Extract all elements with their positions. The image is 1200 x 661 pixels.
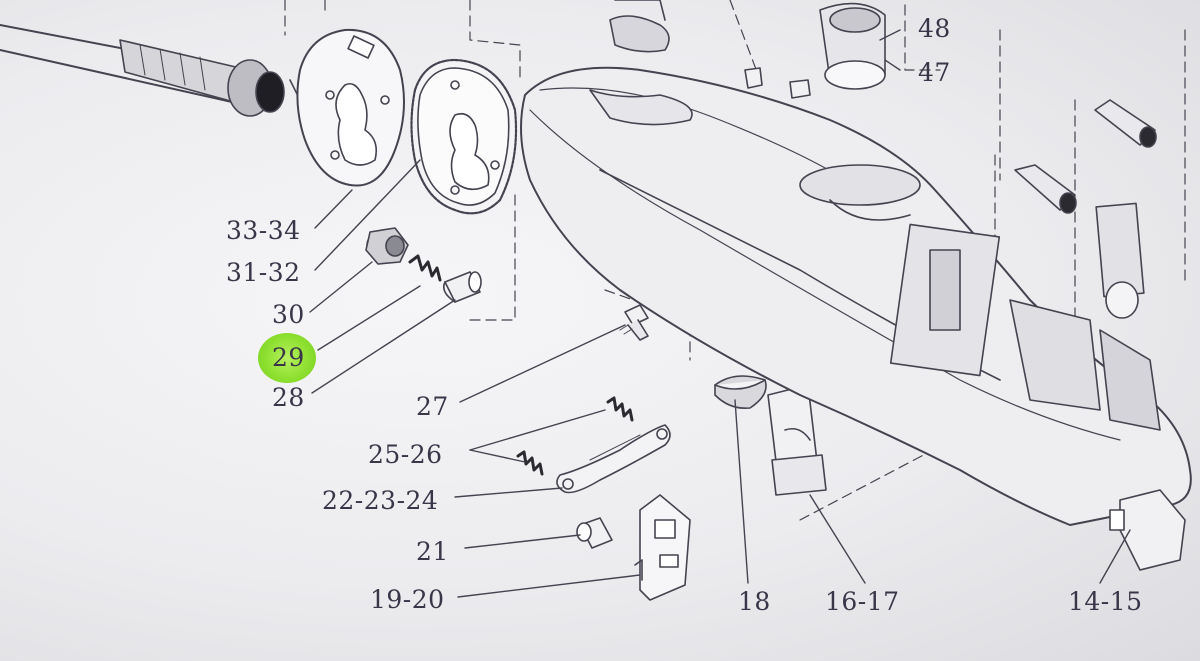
callout-30: 30 — [272, 300, 305, 329]
callout-21: 21 — [416, 537, 449, 566]
short-screw-part — [576, 517, 613, 549]
callout-28: 28 — [272, 383, 305, 412]
lever-part — [556, 424, 671, 494]
top-assemblies — [609, 0, 886, 99]
nut-part — [365, 227, 409, 265]
callout-27: 27 — [416, 392, 449, 421]
callout-47: 47 — [918, 58, 951, 87]
gasket-plate — [296, 28, 405, 187]
callout-highlight — [258, 333, 316, 383]
callout-18: 18 — [738, 587, 771, 616]
cap-part — [714, 375, 767, 410]
small-springs — [516, 396, 634, 476]
spring-part — [408, 254, 442, 282]
bracket-part — [634, 494, 691, 601]
cable-rod — [0, 24, 301, 117]
callout-29: 29 — [272, 343, 305, 372]
callout-14-15: 14-15 — [1068, 587, 1143, 616]
right-side-components — [1014, 99, 1186, 571]
callout-33-34: 33-34 — [226, 216, 301, 245]
callout-16-17: 16-17 — [825, 587, 900, 616]
main-housing — [520, 66, 1192, 526]
pin-part — [442, 271, 482, 303]
callout-25-26: 25-26 — [368, 440, 443, 469]
callout-31-32: 31-32 — [226, 258, 301, 287]
callout-48: 48 — [918, 14, 951, 43]
leader-lines — [309, 29, 1131, 598]
toothed-plate — [410, 58, 518, 215]
screw-part — [619, 304, 649, 341]
callout-19-20: 19-20 — [370, 585, 445, 614]
callout-22-23-24: 22-23-24 — [322, 486, 439, 515]
